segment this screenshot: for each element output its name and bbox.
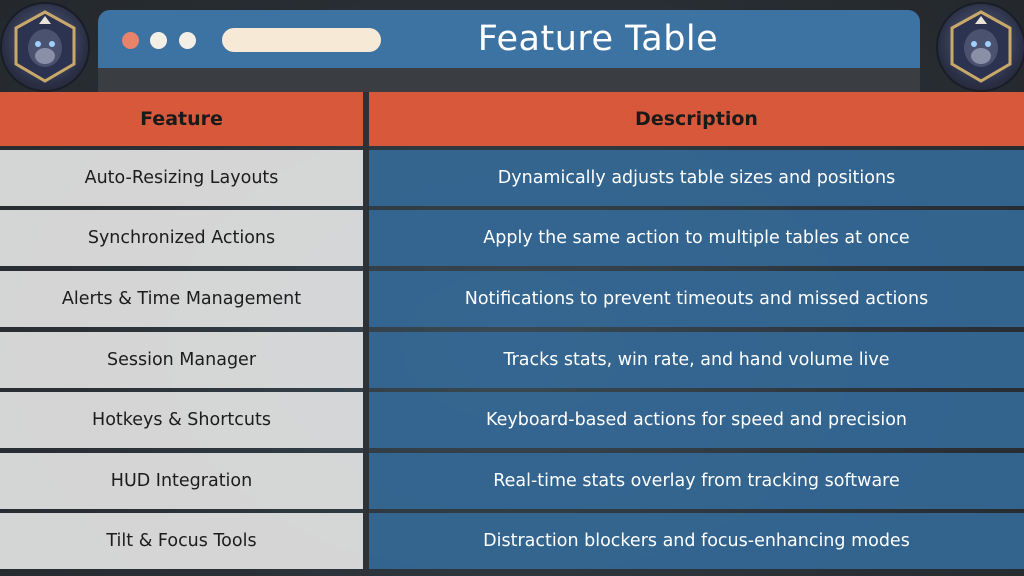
table-row: Hotkeys & Shortcuts Keyboard-based actio… [0, 392, 1024, 448]
gorilla-logo-icon [2, 4, 88, 90]
column-header-feature: Feature [0, 92, 363, 146]
address-bar[interactable] [222, 28, 381, 52]
description-cell: Keyboard-based actions for speed and pre… [369, 392, 1024, 448]
feature-cell: Synchronized Actions [0, 210, 363, 266]
description-cell: Real-time stats overlay from tracking so… [369, 453, 1024, 509]
feature-cell: Session Manager [0, 332, 363, 388]
description-cell: Notifications to prevent timeouts and mi… [369, 271, 1024, 327]
table-row: Synchronized Actions Apply the same acti… [0, 210, 1024, 266]
feature-cell: Tilt & Focus Tools [0, 513, 363, 569]
table-header: Feature Description [0, 92, 1024, 146]
page-title: Feature Table [477, 19, 719, 59]
feature-cell: HUD Integration [0, 453, 363, 509]
table-row: HUD Integration Real-time stats overlay … [0, 453, 1024, 509]
window-body [98, 68, 920, 92]
table-row: Tilt & Focus Tools Distraction blockers … [0, 513, 1024, 569]
table-row: Alerts & Time Management Notifications t… [0, 271, 1024, 327]
gorilla-logo-icon [938, 4, 1024, 90]
description-cell: Dynamically adjusts table sizes and posi… [369, 150, 1024, 206]
description-cell: Apply the same action to multiple tables… [369, 210, 1024, 266]
feature-cell: Hotkeys & Shortcuts [0, 392, 363, 448]
table-row: Auto-Resizing Layouts Dynamically adjust… [0, 150, 1024, 206]
column-divider [363, 92, 369, 576]
column-header-description: Description [369, 92, 1024, 146]
window-close-dot-icon[interactable] [122, 32, 139, 49]
window-maximize-dot-icon[interactable] [179, 32, 196, 49]
feature-cell: Auto-Resizing Layouts [0, 150, 363, 206]
description-cell: Distraction blockers and focus-enhancing… [369, 513, 1024, 569]
description-cell: Tracks stats, win rate, and hand volume … [369, 332, 1024, 388]
window-minimize-dot-icon[interactable] [150, 32, 167, 49]
table-row: Session Manager Tracks stats, win rate, … [0, 332, 1024, 388]
feature-cell: Alerts & Time Management [0, 271, 363, 327]
